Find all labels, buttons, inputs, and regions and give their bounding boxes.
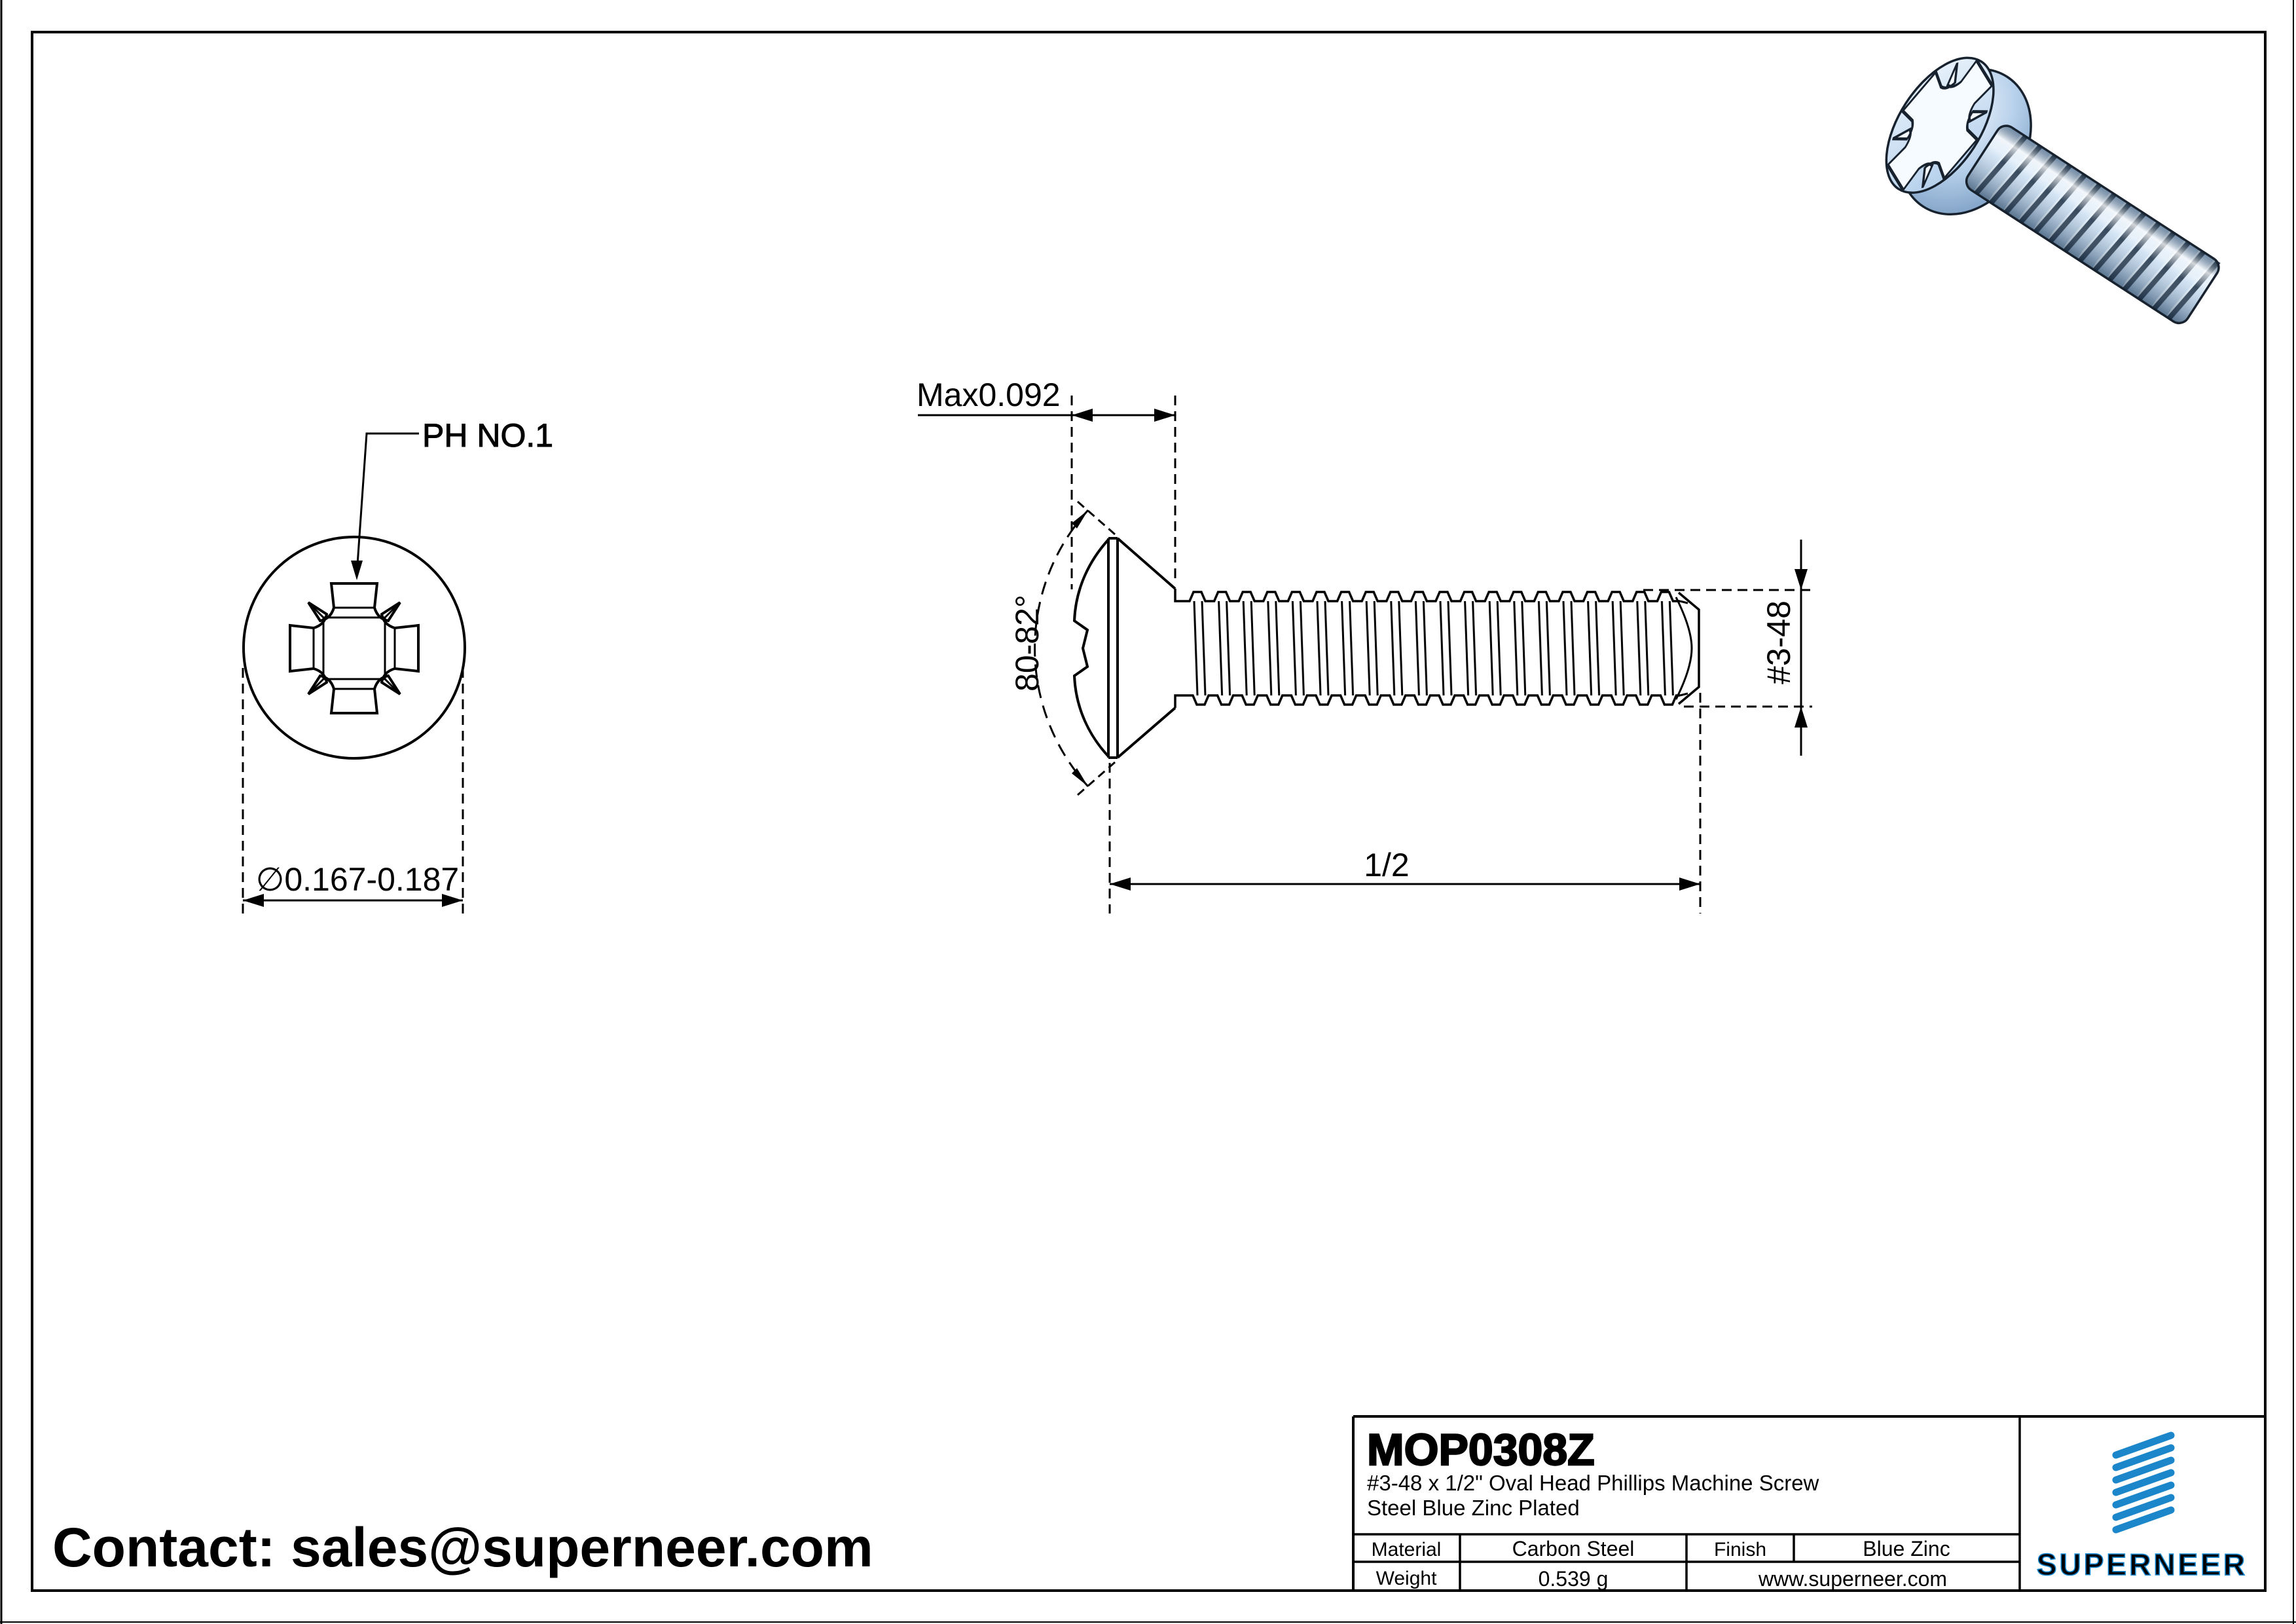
head-diameter-dimension: ∅0.167-0.187 (242, 668, 464, 915)
material-value: Carbon Steel (1512, 1537, 1635, 1560)
thread-size-label: #3-48 (1760, 600, 1797, 684)
phillips-recess (289, 582, 420, 714)
thread-section (1188, 591, 1680, 706)
head-dome-profile (1072, 538, 1110, 758)
material-label: Material (1372, 1539, 1442, 1560)
screw-phillips-recess (1886, 58, 1994, 193)
drawing-border (31, 31, 2267, 1592)
brand-name: SUPERNEER (2037, 1547, 2248, 1581)
head-angle-dimension: 80-82° (1009, 500, 1116, 796)
drive-callout-leader (351, 432, 419, 580)
length-label: 1/2 (1364, 847, 1410, 883)
weight-label: Weight (1376, 1568, 1437, 1589)
title-block: MOP0308Z #3-48 x 1/2" Oval Head Phillips… (1352, 1415, 2265, 1591)
head-angle-label: 80-82° (1009, 595, 1046, 692)
head-height-dimension: Max0.092 (917, 377, 1176, 589)
drive-callout-label: PH NO.1 (422, 417, 553, 454)
head-outline-circle (242, 536, 466, 760)
weight-value: 0.539 g (1539, 1567, 1609, 1591)
website-link[interactable]: www.superneer.com (1758, 1567, 1947, 1591)
side-view: Max0.092 80-82° #3-48 1/2 (917, 377, 1812, 913)
brand-logo (2112, 1431, 2175, 1534)
length-dimension: 1/2 (1108, 693, 1702, 913)
front-view: PH NO.1 ∅0.167-0.187 (242, 417, 554, 915)
contact-line: Contact: sales@superneer.com (52, 1517, 873, 1578)
finish-label: Finish (1714, 1539, 1766, 1560)
thread-size-dimension: #3-48 (1643, 540, 1812, 756)
head-height-label: Max0.092 (917, 377, 1061, 413)
head-diameter-label: ∅0.167-0.187 (256, 861, 459, 898)
description-line1: #3-48 x 1/2" Oval Head Phillips Machine … (1367, 1471, 1819, 1495)
description-line2: Steel Blue Zinc Plated (1367, 1496, 1580, 1520)
rendered-screw-3d (1885, 56, 2222, 327)
part-number: MOP0308Z (1367, 1425, 1595, 1475)
finish-value: Blue Zinc (1863, 1537, 1950, 1560)
